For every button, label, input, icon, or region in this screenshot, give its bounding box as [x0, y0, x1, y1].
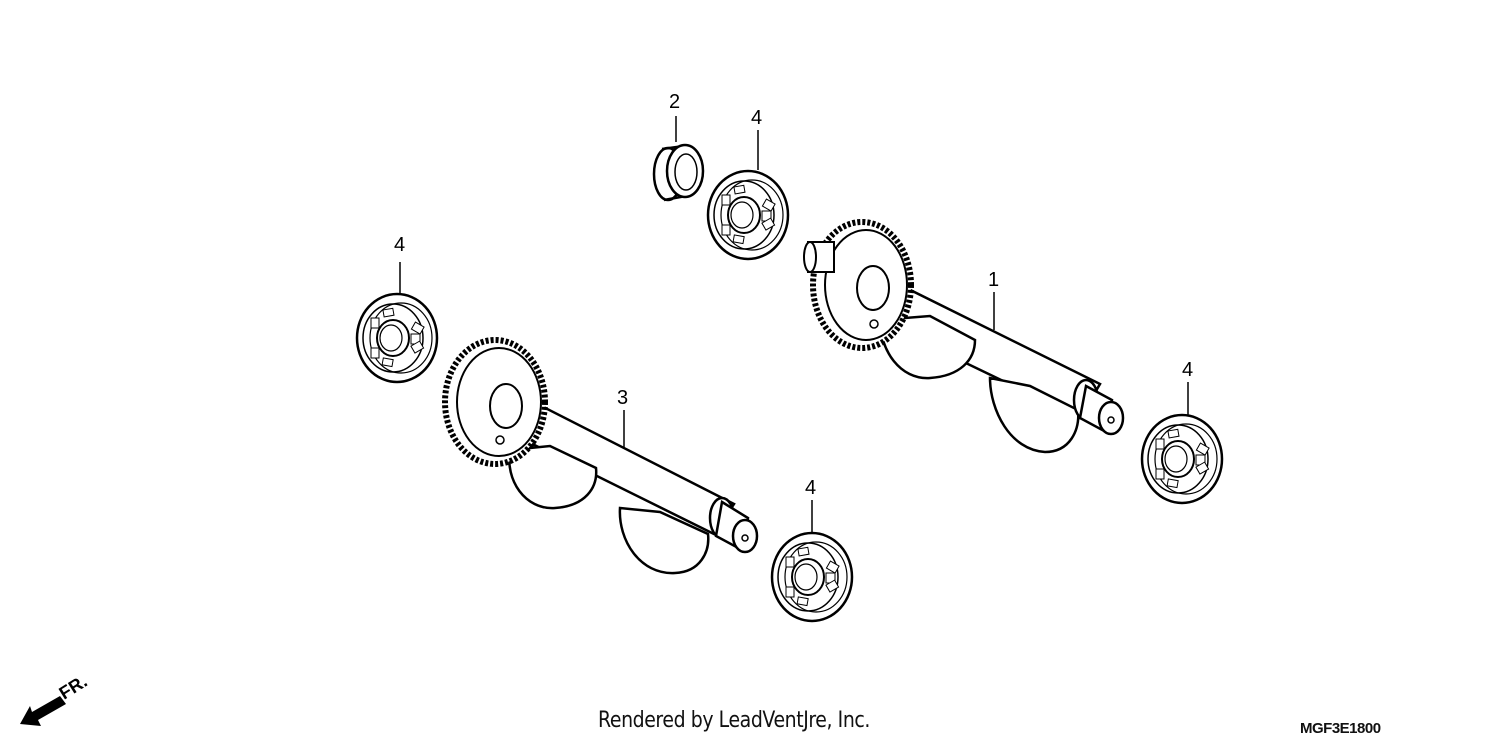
part-3-balancer-shaft: [442, 337, 759, 575]
bearing-bottom: [770, 531, 854, 623]
leader-lines: [399, 116, 1189, 533]
part-1-balancer-shaft: [803, 219, 1125, 454]
callout-4-right: 4: [1182, 359, 1193, 381]
callout-1: 1: [988, 269, 999, 291]
callout-4-left: 4: [394, 234, 405, 256]
part-2-collar: [652, 143, 705, 202]
bearing-right: [1140, 413, 1224, 505]
callout-3: 3: [617, 387, 628, 409]
front-direction-arrow-icon: FR.: [20, 671, 91, 726]
callout-4-bottom: 4: [805, 477, 816, 499]
bearing-left: [355, 292, 439, 384]
bearing-top: [706, 169, 790, 261]
render-credit: Rendered by LeadVentJre, Inc.: [598, 708, 870, 733]
callout-2: 2: [669, 91, 680, 113]
diagram-code: MGF3E1800: [1300, 720, 1381, 737]
callout-4-top: 4: [751, 107, 762, 129]
